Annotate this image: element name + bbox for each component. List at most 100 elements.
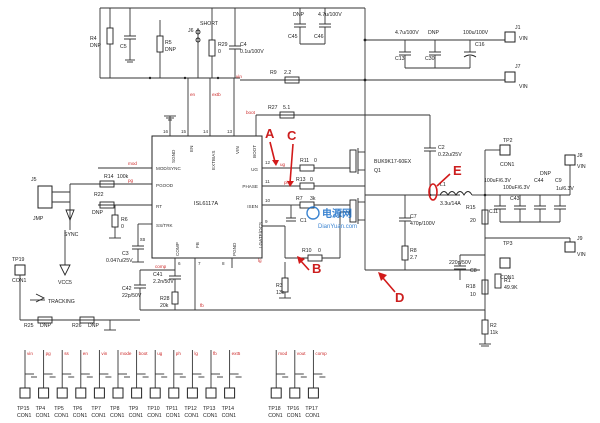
pin-num-14: 14 — [203, 129, 209, 134]
c42-label: C42 — [122, 286, 132, 292]
r15-label: R15 — [466, 205, 476, 211]
testpoint-name: TP5 — [54, 406, 64, 412]
connector-j9: J9 VIN — [564, 236, 586, 258]
ic-name: ISL6117A — [194, 201, 218, 207]
testpoint-con: CON1 — [73, 413, 88, 419]
c44-label: C44 — [534, 178, 544, 184]
l1-value: 3.3u/14A — [440, 201, 461, 207]
testpoint-net: lg — [194, 351, 198, 356]
net-extb: extb — [212, 92, 221, 97]
c43-value: 100uF/6.3V — [503, 185, 530, 191]
j8-label: J8 — [577, 153, 583, 159]
c5-label: C5 — [120, 44, 127, 50]
testpoint-row: vinTP15CON1pgTP4CON1ssTP5CON1enTP6CON1vi… — [17, 350, 327, 419]
testpoint-net: vin — [101, 351, 107, 356]
r4-value: DNP — [90, 43, 101, 49]
r6-value: 0 — [121, 224, 124, 230]
testpoint-name: TP8 — [110, 406, 120, 412]
testpoint-name: TP14 — [222, 406, 235, 412]
testpoint-net: boot — [139, 351, 149, 356]
testpoint-con: CON1 — [203, 413, 218, 419]
watermark-main: 电源网 — [322, 207, 352, 220]
capacitor-c3: C3 0.047u/25V ss — [106, 224, 146, 264]
testpoint-net: ug — [157, 351, 163, 356]
net-fb: fb — [200, 303, 204, 308]
jumper-j6: SHORT J6 — [188, 21, 219, 78]
callout-b-label: B — [312, 261, 321, 276]
pin-num-12: 12 — [265, 160, 271, 165]
testpoint-net: mode — [120, 351, 132, 356]
input-caps-right: 4.7u/100V DNP 100u/100V C13 C30 C16 — [395, 30, 489, 69]
r8-label: R8 — [410, 248, 417, 254]
r3-label: R3 — [276, 283, 283, 289]
testpoint-name: TP9 — [129, 406, 139, 412]
testpoint-net: vin — [27, 351, 33, 356]
net-mod: mod — [128, 161, 137, 166]
resistor-r5: R5 DNP — [156, 20, 176, 78]
testpoint-con: CON1 — [184, 413, 199, 419]
phase-path: R13 0 ph — [282, 177, 365, 190]
callout-b: B — [297, 256, 321, 276]
callout-e: E — [428, 163, 462, 201]
c7-label: C7 — [410, 214, 417, 220]
jmp-label: JMP — [33, 216, 44, 222]
r27-value: 5.1 — [283, 105, 290, 111]
net-pg: pg — [128, 178, 134, 183]
resistor-r29: R29 0 — [208, 8, 228, 78]
c11-value: 100uF/6.3V — [484, 178, 511, 184]
pin-num-10: 10 — [265, 198, 271, 203]
c2-label: C2 — [438, 145, 445, 151]
pin-num-8: 8 — [222, 261, 225, 266]
j7-vin: VIN — [519, 84, 528, 90]
testpoint-con: CON1 — [91, 413, 106, 419]
callout-c: C — [287, 128, 297, 187]
j6-label: J6 — [188, 28, 194, 34]
c11-label: C11 — [489, 209, 498, 215]
net-boot: boot — [246, 110, 256, 115]
c4-label: C4 — [240, 42, 247, 48]
pin-lgate: LGATE/OCS — [258, 222, 263, 248]
pin-pgnd: PGND — [232, 242, 237, 256]
output-bus: 100uF/6.3V 100uF/6.3V DNP 1u/6.3V C11 C4… — [483, 149, 574, 320]
connector-j8: J8 VIN — [564, 153, 586, 170]
r28-value: 20k — [160, 303, 169, 309]
testpoint-con: CON1 — [36, 413, 51, 419]
r25-value: DNP — [40, 323, 51, 329]
resistor-r9: R9 2.2 — [270, 70, 300, 84]
sync-label: SYNC — [64, 232, 79, 238]
net-lg: lg — [258, 258, 262, 263]
q1-part: BUK9K17-60EX — [374, 159, 412, 165]
callout-c-label: C — [287, 128, 297, 143]
pin-num-7: 7 — [198, 261, 201, 266]
callout-e-label: E — [453, 163, 462, 178]
net-ug: ug — [280, 162, 286, 167]
isen-path: R7 3k C1 — [286, 196, 350, 224]
left-network: J5 JMP SYNC VCC5 R14 100k R22 DNP R6 0 m… — [31, 161, 137, 286]
c44-value: DNP — [540, 171, 551, 177]
j7-label: J7 — [515, 64, 521, 70]
capacitor-c45-c46: DNP 4.7u/100V C45 C46 — [288, 8, 342, 45]
testpoint-net: en — [83, 351, 89, 356]
c8-value: 220p/50V — [449, 260, 472, 266]
r6-label: R6 — [121, 217, 128, 223]
testpoint-con: CON1 — [305, 413, 320, 419]
ic-isl6117a: ISL6117A SGND EN EXTBIAS VIN BOOT 16 15 … — [98, 78, 290, 310]
testpoint-net: vout — [297, 351, 306, 356]
pin-num-6: 6 — [178, 261, 181, 266]
c41-label: C41 — [153, 272, 163, 278]
j9-vin: VIN — [577, 252, 586, 258]
j5-label: J5 — [31, 177, 37, 183]
pin-phase: PHASE — [242, 184, 258, 189]
top-dnp-label: DNP — [293, 12, 304, 18]
c30-label: C30 — [425, 56, 435, 62]
testpoint-name: TP7 — [91, 406, 101, 412]
r9-value: 2.2 — [284, 70, 291, 76]
pin-extbias: EXTBIAS — [211, 151, 216, 170]
